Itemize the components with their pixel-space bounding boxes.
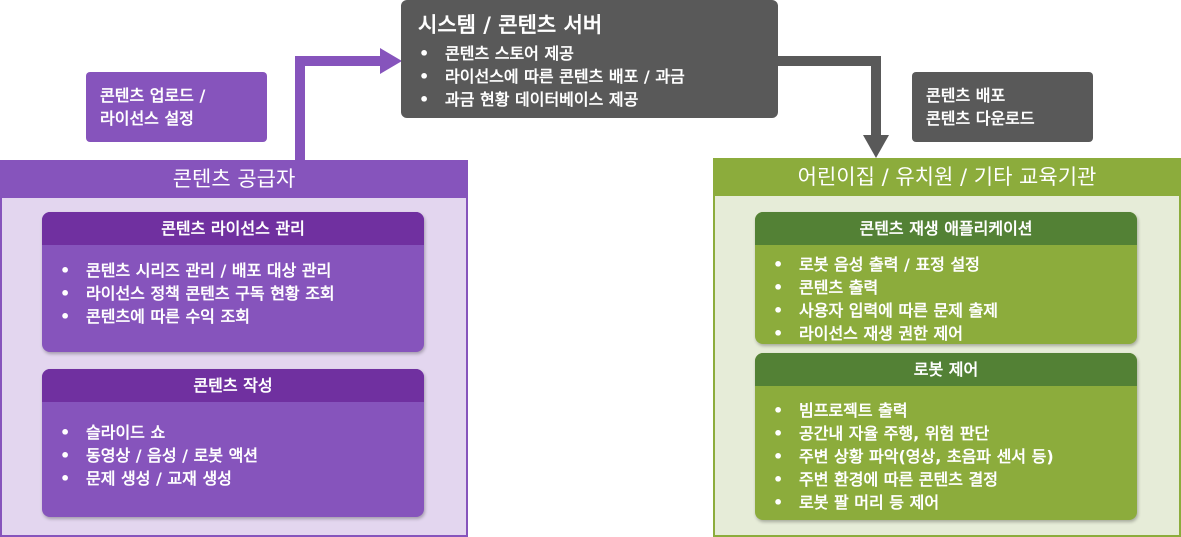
list-item: 빔프로젝트 출력 — [755, 399, 1137, 422]
list-item: 주변 상황 파악(영상, 초음파 센서 등) — [755, 445, 1137, 468]
list-item: 과금 현황 데이터베이스 제공 — [401, 88, 778, 111]
list-item: 라이선스 재생 권한 제어 — [755, 322, 1137, 344]
playback-card-items: 로봇 음성 출력 / 표정 설정 콘텐츠 출력 사용자 입력에 따른 문제 출제… — [755, 245, 1137, 344]
list-item: 문제 생성 / 교재 생성 — [42, 467, 424, 490]
robot-card: 로봇 제어 빔프로젝트 출력 공간내 자율 주행, 위험 판단 주변 상황 파악… — [755, 353, 1137, 520]
distribution-label-line1: 콘텐츠 배포 — [926, 86, 1006, 105]
list-item: 라이선스에 따른 콘텐츠 배포 / 과금 — [401, 65, 778, 88]
server-items: 콘텐츠 스토어 제공 라이선스에 따른 콘텐츠 배포 / 과금 과금 현황 데이… — [401, 40, 778, 111]
robot-card-items: 빔프로젝트 출력 공간내 자율 주행, 위험 판단 주변 상황 파악(영상, 초… — [755, 386, 1137, 514]
list-item: 슬라이드 쇼 — [42, 421, 424, 444]
distribution-arrow — [778, 56, 889, 158]
authoring-card: 콘텐츠 작성 슬라이드 쇼 동영상 / 음성 / 로봇 액션 문제 생성 / 교… — [42, 369, 424, 517]
list-item: 콘텐츠 출력 — [755, 276, 1137, 299]
distribution-label-line2: 콘텐츠 다운로드 — [926, 109, 1035, 128]
list-item: 로봇 음성 출력 / 표정 설정 — [755, 253, 1137, 276]
upload-label-line1: 콘텐츠 업로드 / — [100, 86, 206, 105]
list-item: 콘텐츠 스토어 제공 — [401, 42, 778, 65]
upload-label: 콘텐츠 업로드 / 라이선스 설정 — [86, 72, 267, 142]
list-item: 주변 환경에 따른 콘텐츠 결정 — [755, 468, 1137, 491]
list-item: 로봇 팔 머리 등 제어 — [755, 491, 1137, 514]
authoring-card-items: 슬라이드 쇼 동영상 / 음성 / 로봇 액션 문제 생성 / 교재 생성 — [42, 402, 424, 490]
playback-card: 콘텐츠 재생 애플리케이션 로봇 음성 출력 / 표정 설정 콘텐츠 출력 사용… — [755, 212, 1137, 344]
server-title: 시스템 / 콘텐츠 서버 — [418, 13, 603, 37]
upload-label-line2: 라이선스 설정 — [100, 109, 194, 128]
license-card: 콘텐츠 라이선스 관리 콘텐츠 시리즈 관리 / 배포 대상 관리 라이선스 정… — [42, 212, 424, 352]
upload-arrow — [295, 48, 402, 160]
license-card-items: 콘텐츠 시리즈 관리 / 배포 대상 관리 라이선스 정책 콘텐츠 구독 현황 … — [42, 245, 424, 328]
server-box: 시스템 / 콘텐츠 서버 콘텐츠 스토어 제공 라이선스에 따른 콘텐츠 배포 … — [401, 0, 778, 118]
list-item: 콘텐츠에 따른 수익 조회 — [42, 305, 424, 328]
list-item: 라이선스 정책 콘텐츠 구독 현황 조회 — [42, 282, 424, 305]
robot-card-title: 로봇 제어 — [755, 353, 1137, 386]
playback-card-title: 콘텐츠 재생 애플리케이션 — [755, 212, 1137, 245]
list-item: 콘텐츠 시리즈 관리 / 배포 대상 관리 — [42, 259, 424, 282]
list-item: 사용자 입력에 따른 문제 출제 — [755, 299, 1137, 322]
institution-title: 어린이집 / 유치원 / 기타 교육기관 — [713, 158, 1181, 196]
provider-title: 콘텐츠 공급자 — [0, 160, 468, 198]
list-item: 동영상 / 음성 / 로봇 액션 — [42, 444, 424, 467]
license-card-title: 콘텐츠 라이선스 관리 — [42, 212, 424, 245]
list-item: 공간내 자율 주행, 위험 판단 — [755, 422, 1137, 445]
authoring-card-title: 콘텐츠 작성 — [42, 369, 424, 402]
distribution-label: 콘텐츠 배포 콘텐츠 다운로드 — [912, 72, 1093, 142]
